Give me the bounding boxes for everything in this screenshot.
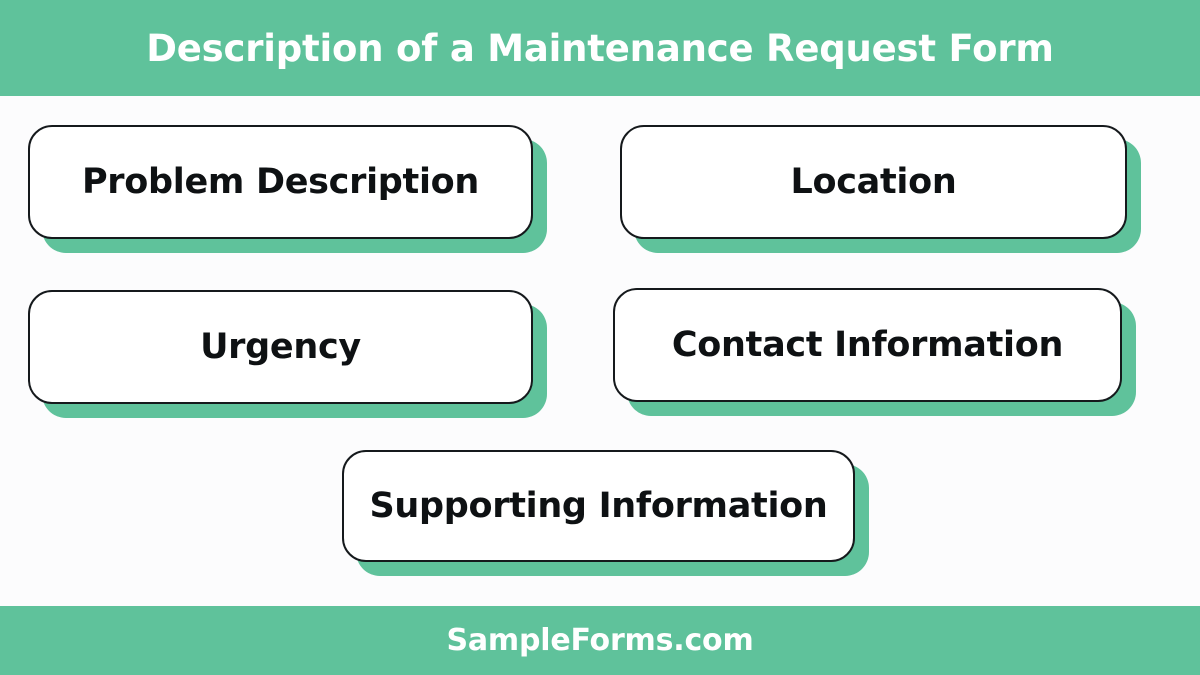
brand-name: SampleForms.com: [446, 622, 754, 658]
card-supporting-information[interactable]: Supporting Information: [342, 450, 869, 576]
card-body-contact-information[interactable]: Contact Information: [613, 288, 1122, 402]
cards-container: Problem Description Location Urgency Con…: [0, 96, 1200, 606]
header-banner: Description of a Maintenance Request For…: [0, 0, 1200, 96]
card-label-problem-description: Problem Description: [81, 161, 480, 202]
card-label-location: Location: [790, 161, 957, 202]
card-location[interactable]: Location: [620, 125, 1141, 253]
card-label-contact-information: Contact Information: [671, 324, 1064, 365]
card-body-urgency[interactable]: Urgency: [28, 290, 533, 404]
card-body-location[interactable]: Location: [620, 125, 1127, 239]
card-problem-description[interactable]: Problem Description: [28, 125, 547, 253]
card-body-supporting-information[interactable]: Supporting Information: [342, 450, 855, 562]
page-title: Description of a Maintenance Request For…: [146, 26, 1054, 70]
footer-banner: SampleForms.com: [0, 606, 1200, 675]
card-label-supporting-information: Supporting Information: [369, 485, 828, 526]
card-urgency[interactable]: Urgency: [28, 290, 547, 418]
card-body-problem-description[interactable]: Problem Description: [28, 125, 533, 239]
card-contact-information[interactable]: Contact Information: [613, 288, 1136, 416]
card-label-urgency: Urgency: [200, 326, 361, 367]
